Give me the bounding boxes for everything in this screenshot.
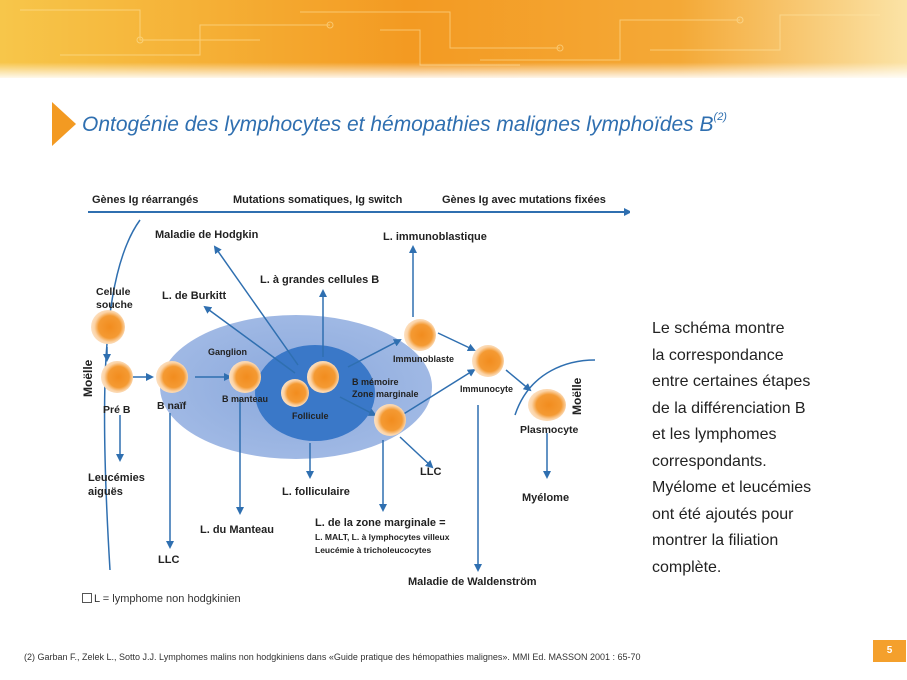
cell-immunoblaste: [404, 319, 436, 351]
page-number: 5: [873, 640, 906, 662]
legend-text: L = lymphome non hodgkinien: [94, 593, 241, 605]
label-cellule-souche-1: Cellule: [96, 286, 131, 298]
label-cellule-souche-2: souche: [96, 299, 133, 311]
label-hodgkin: Maladie de Hodgkin: [155, 229, 259, 241]
side-line: complète.: [652, 558, 722, 576]
legend: L = lymphome non hodgkinien: [82, 593, 241, 605]
page-title: Ontogénie des lymphocytes et hémopathies…: [82, 111, 727, 136]
label-burkitt: L. de Burkitt: [162, 290, 227, 302]
side-line: de la différenciation B: [652, 399, 806, 417]
cell-follicule-1: [307, 361, 339, 393]
side-line: correspondants.: [652, 452, 767, 470]
checkbox-icon: [82, 593, 92, 603]
arrow-follicule-hodgkin: [213, 245, 299, 366]
follicule-ellipse: [255, 345, 375, 441]
title-chevron-icon: [52, 102, 76, 146]
label-follicule: Follicule: [292, 411, 329, 421]
arrow-follicule-memoire: [339, 396, 377, 416]
side-line: Myélome et leucémies: [652, 479, 812, 496]
label-llc-bottom: LLC: [158, 554, 179, 566]
label-folliculaire: L. folliculaire: [282, 486, 350, 498]
label-du-manteau: L. du Manteau: [200, 524, 274, 536]
arrow-immunoblaste-immunocyte: [437, 332, 476, 352]
side-line: montrer la filiation: [652, 532, 779, 549]
label-immunoblastique: L. immunoblastique: [383, 231, 487, 243]
side-line: ont été ajoutés pour: [652, 505, 794, 523]
cell-follicule-2: [281, 379, 309, 407]
top-label-1: Gènes Ig réarrangés: [92, 194, 198, 206]
top-label-3: Gènes Ig avec mutations fixées: [442, 194, 606, 206]
label-leucemies-2: aiguës: [88, 486, 123, 498]
label-ganglion: Ganglion: [208, 347, 247, 357]
cell-b-naif: [156, 361, 188, 393]
cell-souche: [91, 310, 125, 344]
label-waldenstrom: Maladie de Waldenström: [408, 576, 537, 588]
header-banner: [0, 0, 907, 78]
label-b-memoire-2: Zone marginale: [352, 389, 419, 399]
label-zone-marginale-2: L. MALT, L. à lymphocytes villeux: [315, 532, 450, 542]
moelle-left-curve: [103, 219, 141, 571]
label-immunoblaste: Immunoblaste: [393, 354, 454, 364]
side-line: Le schéma montre: [652, 320, 785, 337]
label-b-manteau: B manteau: [222, 394, 268, 404]
footnote: (2) Garban F., Zelek L., Sotto J.J. Lymp…: [24, 652, 641, 662]
side-line: entre certaines étapes: [652, 373, 811, 390]
label-b-memoire-1: B mémoire: [352, 377, 399, 387]
cell-pre-b: [101, 361, 133, 393]
cell-b-memoire: [374, 404, 406, 436]
label-grandes-cellules: L. à grandes cellules B: [260, 274, 379, 286]
label-myelome: Myélome: [522, 492, 569, 504]
side-line: la correspondance: [652, 346, 784, 364]
moelle-left-label: Moëlle: [81, 359, 95, 397]
label-llc-mid: LLC: [420, 466, 441, 478]
arrow-follicule-burkitt: [203, 305, 296, 374]
label-pre-b: Pré B: [103, 404, 131, 416]
arrow-memoire-immunocyte: [401, 368, 476, 416]
side-line: et les lymphomes: [652, 426, 777, 443]
side-explanation: Le schéma montre la correspondance entre…: [652, 316, 882, 581]
ontogeny-diagram: Gènes Ig réarrangés Mutations somatiques…: [81, 194, 630, 588]
label-plasmocyte: Plasmocyte: [520, 424, 579, 436]
label-leucemies-1: Leucémies: [88, 472, 145, 484]
arrow-memoire-llc: [399, 436, 434, 469]
cell-immunocyte: [472, 345, 504, 377]
label-zone-marginale-1: L. de la zone marginale =: [315, 517, 446, 529]
top-label-2: Mutations somatiques, Ig switch: [233, 194, 403, 206]
moelle-right-curve: [514, 359, 596, 416]
title-reference: (2): [713, 111, 727, 123]
cell-b-manteau: [229, 361, 261, 393]
label-b-naif: B naïf: [157, 400, 187, 412]
arrow-immunocyte-plasmocyte: [505, 369, 532, 392]
label-immunocyte: Immunocyte: [460, 384, 513, 394]
arrow-follicule-immunoblaste: [347, 339, 402, 368]
moelle-right-label: Moëlle: [570, 377, 584, 415]
label-zone-marginale-3: Leucémie à tricholeucocytes: [315, 545, 431, 555]
cell-plasmocyte: [528, 389, 566, 421]
